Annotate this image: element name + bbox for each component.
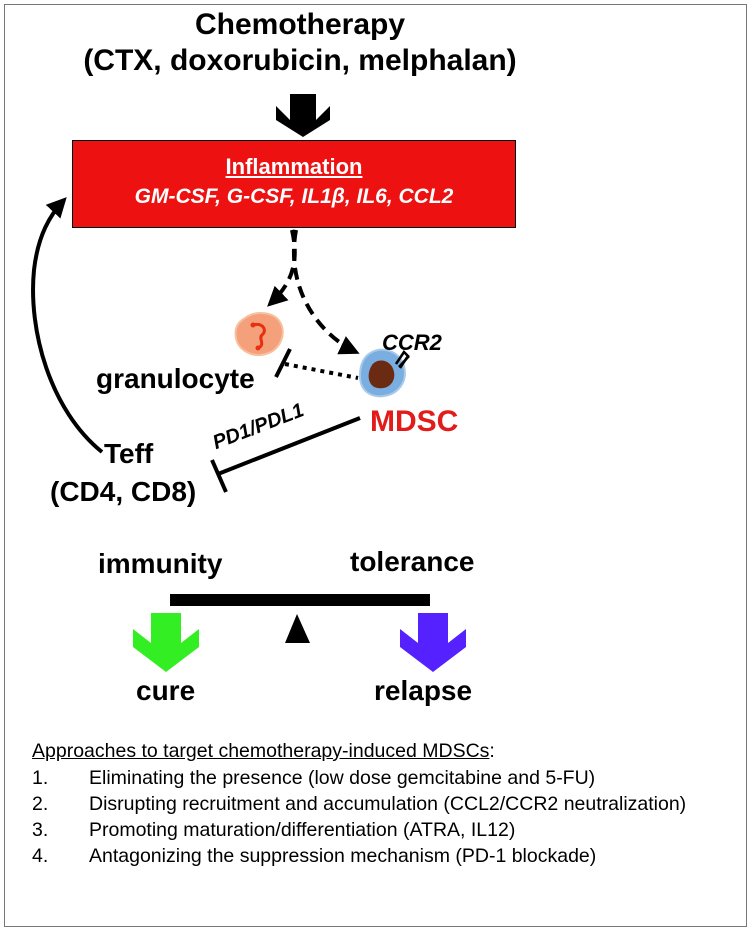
cure-label: cure bbox=[136, 675, 196, 706]
balance-fulcrum bbox=[285, 614, 310, 643]
relapse-label: relapse bbox=[374, 675, 473, 706]
dashed-arrow-to-granulocyte bbox=[267, 229, 297, 307]
approaches-heading: Approaches to target chemotherapy-induce… bbox=[32, 738, 739, 765]
relapse-arrow-icon bbox=[400, 613, 466, 672]
chemotherapy-title: Chemotherapy bbox=[194, 8, 406, 41]
granulocyte-cell-icon bbox=[234, 312, 284, 356]
approaches-section: Approaches to target chemotherapy-induce… bbox=[32, 738, 739, 869]
figure-frame bbox=[4, 4, 747, 927]
inflammation-factors: GM-CSF, G-CSF, IL1β, IL6, CCL2 bbox=[134, 185, 454, 208]
list-item: 1. Eliminating the presence (low dose ge… bbox=[32, 765, 739, 791]
list-item-text: Eliminating the presence (low dose gemci… bbox=[89, 767, 596, 789]
list-item-text: Disrupting recruitment and accumulation … bbox=[89, 793, 687, 815]
inflammation-title: Inflammation bbox=[225, 154, 363, 179]
chemo-down-arrow bbox=[276, 94, 330, 137]
ccr2-label: CCR2 bbox=[382, 330, 442, 355]
dashed-arrow-to-mdsc bbox=[292, 229, 360, 355]
pd1-pdl1-inhibition-line bbox=[217, 416, 361, 476]
tolerance-label: tolerance bbox=[350, 546, 475, 577]
chemotherapy-agents: (CTX, doxorubicin, melphalan) bbox=[83, 44, 517, 77]
mdsc-cell-icon bbox=[358, 348, 406, 398]
list-item: 3. Promoting maturation/differentiation … bbox=[32, 817, 739, 843]
feedback-arrow-teff-to-inflammation bbox=[31, 197, 104, 454]
list-item-number: 1. bbox=[32, 767, 49, 789]
list-item: 2. Disrupting recruitment and accumulati… bbox=[32, 791, 739, 817]
list-item-text: Antagonizing the suppression mechanism (… bbox=[89, 845, 597, 867]
teff-inhibition-bar bbox=[210, 459, 228, 493]
ccr2-receptor-icon bbox=[394, 350, 410, 369]
granulocyte-label: granulocyte bbox=[96, 363, 255, 394]
inflammation-box bbox=[72, 140, 516, 228]
cure-arrow-icon bbox=[133, 613, 199, 672]
list-item-text: Promoting maturation/differentiation (AT… bbox=[89, 819, 516, 841]
list-item: 4. Antagonizing the suppression mechanis… bbox=[32, 843, 739, 869]
list-item-number: 3. bbox=[32, 819, 49, 841]
balance-beam bbox=[170, 594, 430, 606]
mdsc-label: MDSC bbox=[370, 405, 459, 438]
approaches-heading-text: Approaches to target chemotherapy-induce… bbox=[32, 740, 490, 762]
teff-label: Teff bbox=[104, 438, 154, 469]
list-item-number: 2. bbox=[32, 793, 49, 815]
granulocyte-inhibition-bar bbox=[274, 348, 292, 378]
immunity-label: immunity bbox=[98, 548, 223, 579]
approaches-heading-colon: : bbox=[489, 740, 495, 762]
list-item-number: 4. bbox=[32, 845, 49, 867]
teff-subtypes-label: (CD4, CD8) bbox=[50, 476, 197, 507]
dotted-inhibition-line bbox=[284, 362, 359, 380]
